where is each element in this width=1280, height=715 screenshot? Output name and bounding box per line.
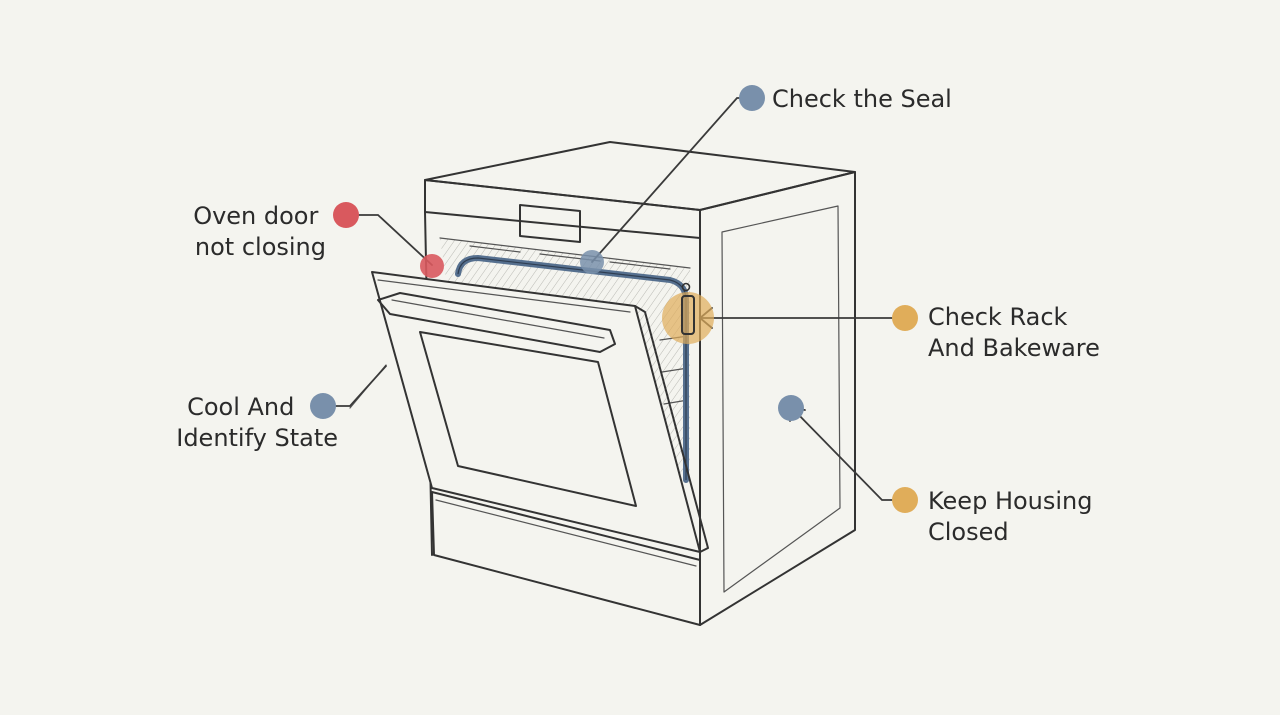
marker-seal-target xyxy=(580,250,604,274)
label-cool-identify: Cool And Identify State xyxy=(176,393,338,452)
label-keep-housing: Keep Housing Closed xyxy=(928,487,1100,546)
marker-seal-callout xyxy=(739,85,765,111)
door-handle xyxy=(377,292,616,353)
label-check-rack: Check Rack And Bakeware xyxy=(928,303,1100,362)
marker-housing-target xyxy=(778,395,804,421)
leader-housing xyxy=(791,407,906,501)
label-door-not-closing: Oven door not closing xyxy=(193,202,326,261)
marker-cool-callout xyxy=(310,393,336,419)
callout-labels: Check the Seal Oven door not closing Che… xyxy=(176,85,1100,546)
marker-rack-target xyxy=(662,292,714,344)
leader-seal xyxy=(591,97,753,263)
label-check-seal: Check the Seal xyxy=(772,85,952,113)
marker-housing-callout xyxy=(892,487,918,513)
oven-door xyxy=(349,271,709,553)
door-window xyxy=(419,331,637,507)
leader-door xyxy=(345,214,433,266)
marker-door-callout xyxy=(333,202,359,228)
marker-rack-callout xyxy=(892,305,918,331)
marker-dots xyxy=(310,85,918,513)
marker-door-target xyxy=(420,254,444,278)
control-display xyxy=(519,204,581,243)
